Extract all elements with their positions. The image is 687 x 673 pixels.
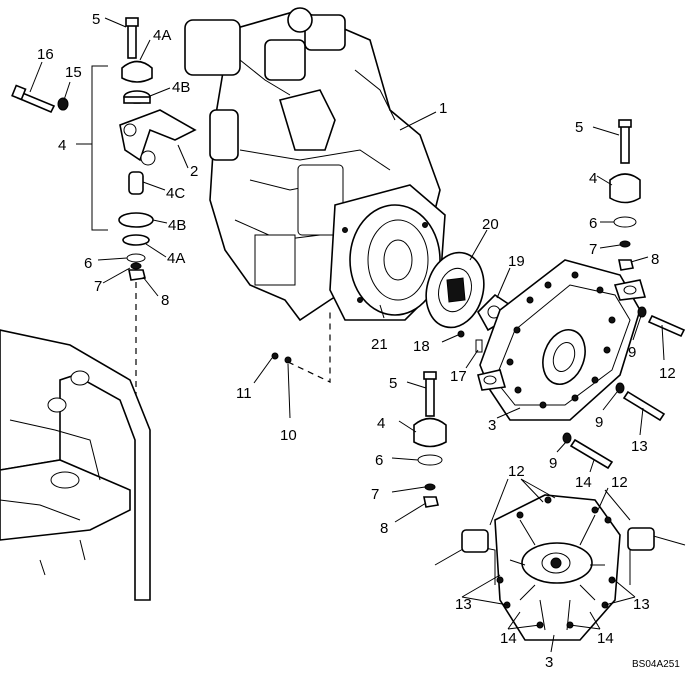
callout-3-upper: 3 <box>488 417 496 434</box>
callout-1: 1 <box>439 100 447 117</box>
callout-14-detail-left: 14 <box>500 630 517 647</box>
callout-20: 20 <box>482 216 499 233</box>
callout-15: 15 <box>65 64 82 81</box>
callout-4B-bottom: 4B <box>168 217 186 234</box>
callout-7-lower: 7 <box>371 486 379 503</box>
callout-13-upper: 13 <box>631 438 648 455</box>
callout-5-lower: 5 <box>389 375 397 392</box>
callout-8-left: 8 <box>161 292 169 309</box>
callout-labels: 5 16 15 4A 4B 4 4C 4B 4A 6 7 8 1 2 5 4 6… <box>37 11 680 671</box>
callout-4-left: 4 <box>58 137 66 154</box>
engine-assembly <box>184 7 446 322</box>
callout-19: 19 <box>508 253 525 270</box>
leader-lines <box>29 17 665 653</box>
callout-13-detail-right: 13 <box>633 596 650 613</box>
callout-8-lower: 8 <box>380 520 388 537</box>
callout-6-left: 6 <box>84 255 92 272</box>
mount-plate <box>477 259 686 470</box>
callout-9-middle: 9 <box>595 414 603 431</box>
callout-16: 16 <box>37 46 54 63</box>
callout-6-right: 6 <box>589 215 597 232</box>
right-mount-stack-upper <box>609 119 641 271</box>
right-mount-stack-lower <box>413 371 447 508</box>
callout-5-left: 5 <box>92 11 100 28</box>
callout-14-upper: 14 <box>575 474 592 491</box>
callout-4C: 4C <box>166 185 185 202</box>
callout-9-lower: 9 <box>549 455 557 472</box>
callout-4-lower: 4 <box>377 415 385 432</box>
callout-12-upper: 12 <box>659 365 676 382</box>
callout-7-left: 7 <box>94 278 102 295</box>
callout-4-right: 4 <box>589 170 597 187</box>
callout-6-lower: 6 <box>375 452 383 469</box>
callout-4A-bottom: 4A <box>167 250 185 267</box>
callout-10: 10 <box>280 427 297 444</box>
callout-18: 18 <box>413 338 430 355</box>
callout-12-detail-left: 12 <box>508 463 525 480</box>
callout-11: 11 <box>236 385 252 402</box>
callout-5-right: 5 <box>575 119 583 136</box>
callout-4B-top: 4B <box>172 79 190 96</box>
callout-14-detail-right: 14 <box>597 630 614 647</box>
callout-12-detail-right: 12 <box>611 474 628 491</box>
mount-plate-detail-view <box>434 494 686 641</box>
callout-3-detail: 3 <box>545 654 553 671</box>
callout-17: 17 <box>450 368 467 385</box>
callout-13-detail-left: 13 <box>455 596 472 613</box>
callout-2: 2 <box>190 163 198 180</box>
drawing-code: BS04A251 <box>632 659 680 670</box>
frame-chassis <box>0 329 151 601</box>
callout-7-right: 7 <box>589 241 597 258</box>
callout-21: 21 <box>371 336 388 353</box>
callout-4A-top: 4A <box>153 27 171 44</box>
callout-9-upper: 9 <box>628 344 636 361</box>
callout-8-right: 8 <box>651 251 659 268</box>
